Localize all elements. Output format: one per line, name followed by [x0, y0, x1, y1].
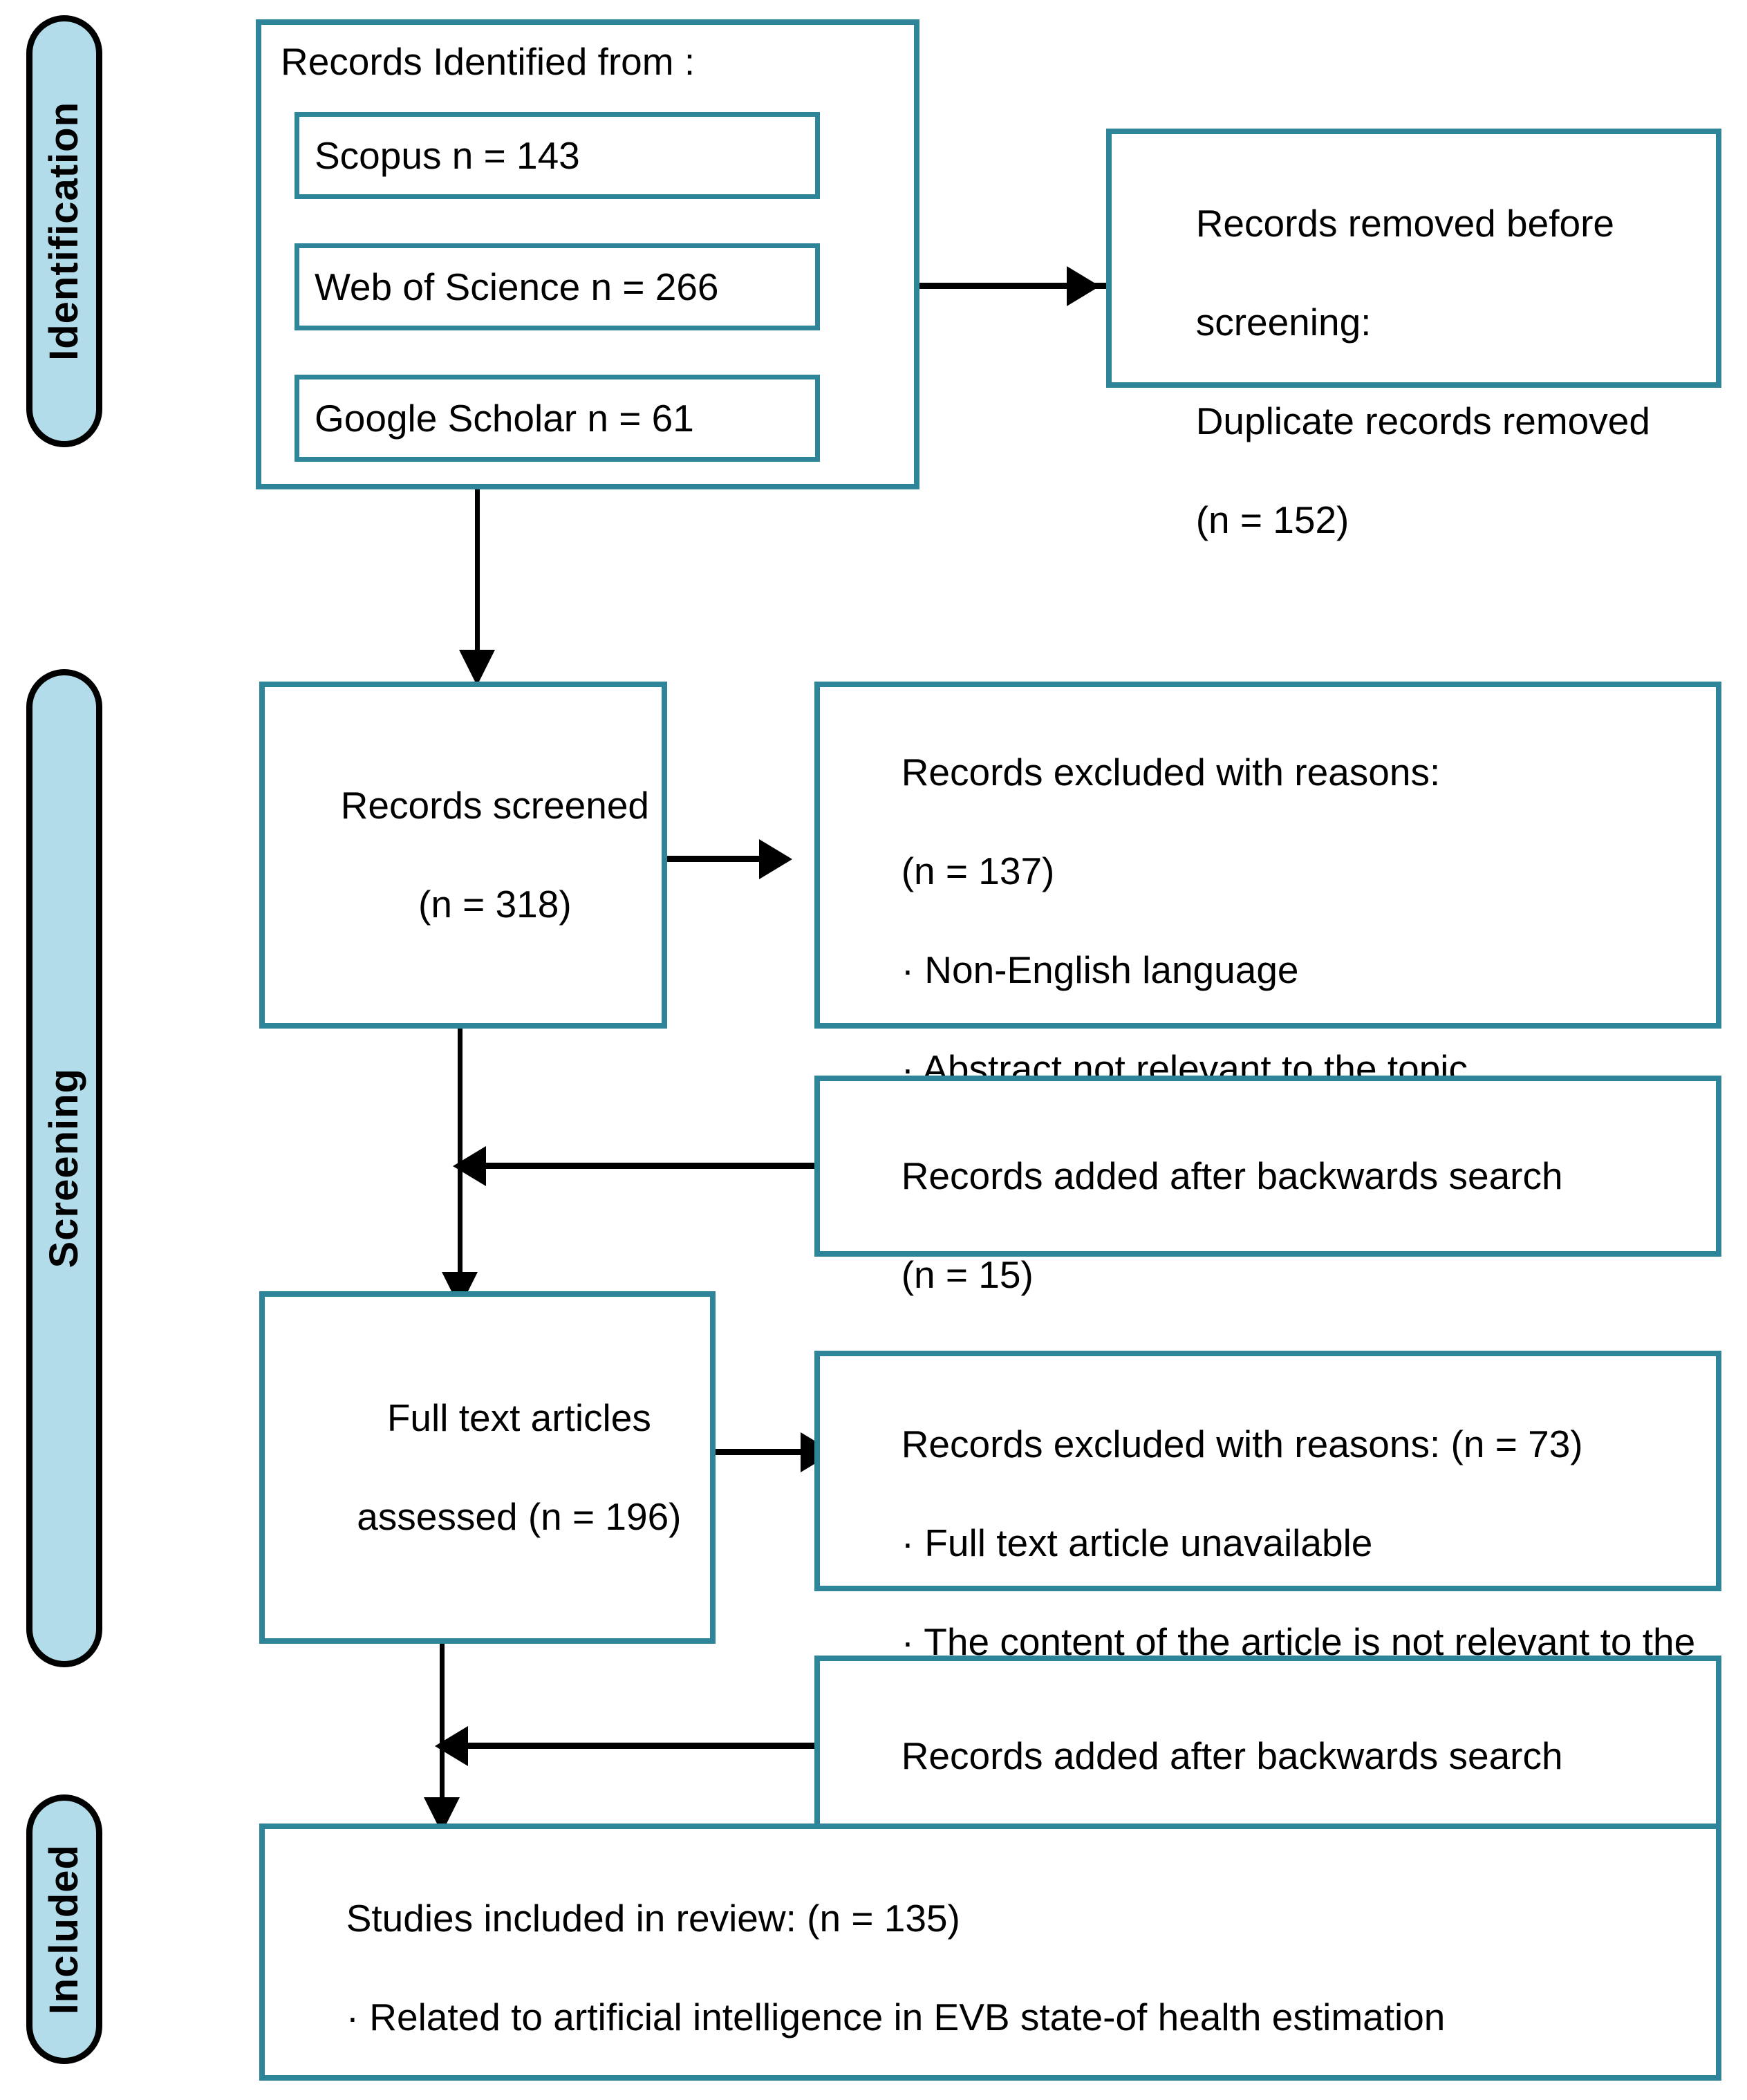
studies-included-line1: Studies included in review: (n = 135) — [346, 1896, 960, 1940]
studies-included-box: Studies included in review: (n = 135) · … — [259, 1824, 1721, 2100]
source-box-scopus: Scopus n = 143 — [295, 112, 820, 199]
records-added-15-line2: (n = 15) — [901, 1253, 1034, 1296]
records-removed-box: Records removed before screening: Duplic… — [1106, 129, 1721, 541]
records-screened-box: Records screened (n = 318) — [259, 682, 667, 1029]
records-excluded-73-line1: Records excluded with reasons: (n = 73) — [901, 1422, 1583, 1465]
records-identified-box: Records Identified from : Scopus n = 143… — [256, 19, 919, 489]
records-removed-line1: Records removed before — [1195, 201, 1614, 245]
phase-pill-included: Included — [26, 1794, 102, 2064]
source-box-google-scholar: Google Scholar n = 61 — [295, 375, 820, 462]
records-identified-heading: Records Identified from : — [281, 40, 695, 83]
records-added-10-box: Records added after backwards search (n … — [814, 1656, 1721, 1876]
records-removed-line3: Duplicate records removed — [1195, 399, 1650, 442]
phase-pill-screening: Screening — [26, 669, 102, 1667]
phase-label-included: Included — [41, 1844, 86, 2015]
source-box-web-of-science: Web of Science n = 266 — [295, 243, 820, 330]
studies-included-criterion-2: · Related to AI in EVB disassembly seque… — [346, 2094, 1264, 2100]
fulltext-assessed-text: Full text articles assessed (n = 196) — [294, 1344, 682, 1591]
source-label-web-of-science: Web of Science n = 266 — [315, 265, 719, 308]
phase-pill-identification: Identification — [26, 15, 102, 447]
source-label-google-scholar: Google Scholar n = 61 — [315, 397, 694, 440]
records-excluded-137-line2: (n = 137) — [901, 849, 1055, 892]
records-added-10-line1: Records added after backwards search — [901, 1734, 1563, 1777]
records-removed-line2: screening: — [1195, 300, 1372, 344]
fulltext-assessed-line1: Full text articles — [386, 1396, 651, 1439]
records-excluded-137-line1: Records excluded with reasons: — [901, 750, 1441, 794]
records-added-15-text: Records added after backwards search (n … — [820, 1081, 1716, 1349]
records-excluded-137-reason-1: · Non-English language — [901, 948, 1299, 991]
studies-included-criterion-1: · Related to artificial intelligence in … — [346, 1995, 1446, 2038]
studies-included-text: Studies included in review: (n = 135) · … — [265, 1829, 1716, 2100]
records-excluded-73-reason-1: · Full text article unavailable — [901, 1521, 1373, 1564]
records-added-15-box: Records added after backwards search (n … — [814, 1076, 1721, 1296]
source-label-scopus: Scopus n = 143 — [315, 134, 580, 177]
records-screened-text: Records screened (n = 318) — [277, 731, 649, 979]
phase-label-identification: Identification — [41, 102, 86, 361]
records-removed-text: Records removed before screening: Duplic… — [1112, 134, 1716, 594]
records-excluded-137-box: Records excluded with reasons: (n = 137)… — [814, 682, 1721, 1238]
records-added-15-line1: Records added after backwards search — [901, 1154, 1563, 1197]
records-screened-line2: (n = 318) — [418, 882, 572, 926]
fulltext-assessed-box: Full text articles assessed (n = 196) — [259, 1291, 716, 1644]
records-excluded-73-box: Records excluded with reasons: (n = 73) … — [814, 1351, 1721, 1712]
phase-label-screening: Screening — [41, 1068, 86, 1268]
records-removed-line4: (n = 152) — [1195, 498, 1349, 541]
fulltext-assessed-line2: assessed (n = 196) — [357, 1494, 682, 1538]
records-screened-line1: Records screened — [340, 783, 650, 827]
